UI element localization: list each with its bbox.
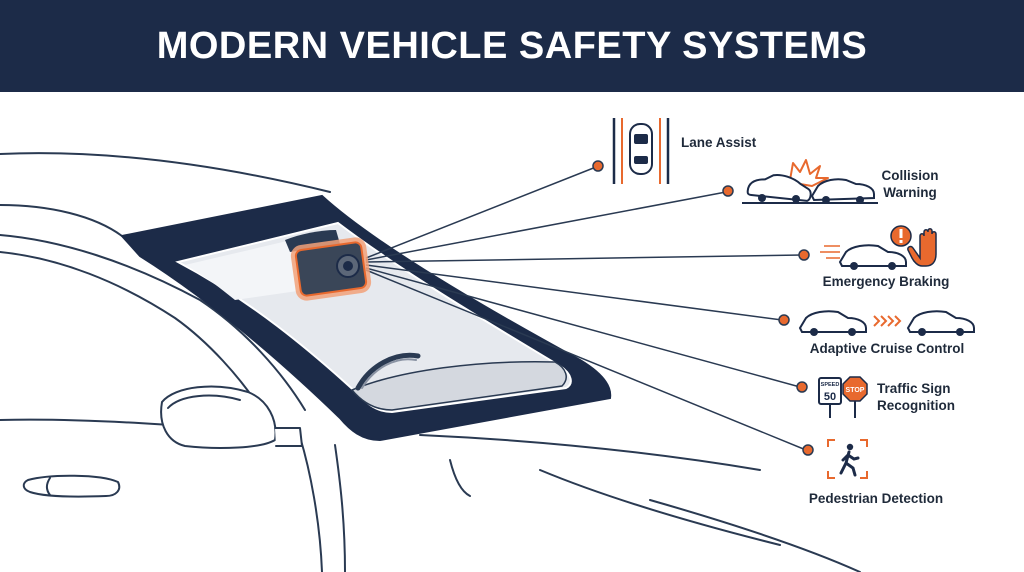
label-traffic-sign-line1: Traffic Sign	[877, 381, 951, 396]
lane-assist-icon	[612, 118, 670, 184]
speed-sign-value: 50	[824, 391, 836, 403]
emergency-braking-icon	[820, 225, 937, 270]
label-lane-assist: Lane Assist	[681, 135, 757, 150]
adaptive-cruise-icon	[798, 310, 975, 336]
label-emergency-braking: Emergency Braking	[823, 274, 950, 289]
stop-sign-word: STOP	[846, 387, 865, 394]
label-adaptive-cruise-control: Adaptive Cruise Control	[810, 341, 965, 356]
page-title: MODERN VEHICLE SAFETY SYSTEMS	[156, 24, 868, 67]
label-pedestrian-detection: Pedestrian Detection	[809, 491, 943, 506]
collision-warning-icon	[742, 159, 878, 204]
speed-sign-word: SPEED	[821, 382, 840, 388]
callout-lines	[365, 166, 807, 451]
feature-labels: Lane Assist Collision Warning Emergency …	[681, 135, 964, 506]
header-banner: MODERN VEHICLE SAFETY SYSTEMS	[0, 0, 1024, 92]
label-collision-warning-line1: Collision	[882, 168, 939, 183]
callout-dots	[592, 160, 814, 456]
camera-icon	[290, 237, 372, 301]
label-traffic-sign-line2: Recognition	[877, 398, 955, 413]
traffic-sign-icon: SPEED 50 STOP	[818, 376, 868, 418]
car-illustration	[0, 152, 861, 572]
label-collision-warning-line2: Warning	[883, 185, 937, 200]
pedestrian-icon	[827, 439, 868, 479]
